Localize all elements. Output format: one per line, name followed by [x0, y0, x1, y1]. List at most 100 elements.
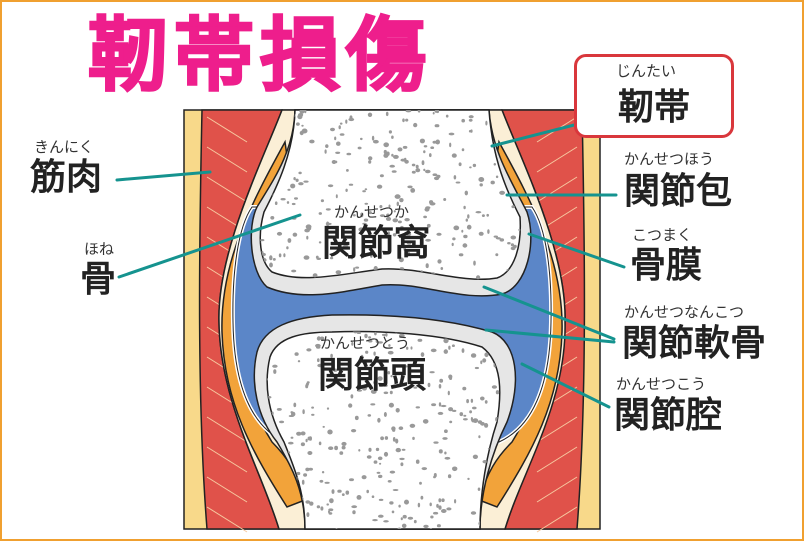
bone-dot: [335, 270, 342, 275]
bone-dot: [339, 122, 343, 125]
bone-dot: [406, 241, 412, 245]
bone-dot: [295, 178, 299, 182]
bone-dot: [430, 348, 437, 353]
bone-dot: [449, 420, 453, 424]
bone-dot: [470, 511, 477, 515]
bone-dot: [389, 164, 396, 168]
bone-dot: [440, 267, 444, 270]
muscle-fiber: [536, 176, 578, 203]
bone-dot: [391, 170, 397, 173]
bone-dot: [436, 503, 439, 508]
bone-dot: [491, 385, 497, 389]
bone-dot: [482, 460, 488, 464]
bone-dot: [305, 500, 311, 504]
bone-dot: [461, 118, 466, 123]
bone-dot: [316, 336, 321, 341]
bone-dot: [478, 435, 481, 439]
bone-dot: [387, 480, 392, 483]
bone-ruby: ほね: [84, 240, 115, 258]
bone-dot: [417, 502, 421, 508]
bone-dot: [423, 145, 428, 148]
bone-dot: [272, 364, 278, 368]
bone-dot: [366, 489, 370, 494]
bone-dot: [306, 512, 310, 517]
bone-dot: [477, 487, 481, 491]
bone-dot: [345, 119, 348, 124]
bone-dot: [402, 145, 408, 149]
bone-dot: [402, 118, 405, 123]
bone-dot: [413, 386, 418, 389]
bone-dot: [331, 489, 335, 494]
bone-dot: [377, 341, 384, 344]
bone-dot: [388, 344, 391, 347]
bone-dot: [384, 436, 389, 440]
bone-dot: [404, 499, 409, 505]
bone-dot: [290, 183, 296, 189]
bone-dot: [425, 206, 431, 210]
capsule-label: 関節包: [624, 171, 733, 212]
muscle-fiber: [206, 476, 248, 503]
bone-dot: [454, 499, 457, 504]
bone-dot: [465, 218, 468, 222]
bone-dot: [412, 436, 415, 440]
bone-dot: [364, 333, 368, 339]
bone-dot: [419, 385, 422, 389]
bone-dot: [499, 190, 505, 195]
bone-dot: [372, 519, 378, 522]
bone-dot: [320, 381, 325, 386]
bone-dot: [403, 157, 407, 163]
bone-dot: [297, 360, 301, 363]
muscle-fiber: [206, 416, 248, 443]
bone-dot: [298, 171, 302, 175]
bone-dot: [463, 205, 466, 210]
periosteum-label: 骨膜: [630, 245, 703, 286]
bone-dot: [432, 173, 438, 176]
bone-dot: [430, 146, 435, 149]
bone-dot: [405, 118, 409, 122]
bone-dot: [291, 202, 296, 206]
bone-dot: [298, 113, 304, 117]
bone-dot: [392, 428, 396, 432]
bone-dot: [443, 338, 449, 344]
bone-dot: [426, 223, 431, 228]
bone-dot: [365, 350, 369, 354]
bone-dot: [395, 438, 399, 444]
bone-dot: [485, 120, 488, 126]
bone-dot: [449, 142, 452, 148]
bone-dot: [464, 190, 468, 196]
leader-ligament: [490, 120, 588, 148]
bone-dot: [280, 198, 286, 201]
bone-dot: [446, 507, 452, 511]
bone-dot: [318, 441, 322, 446]
muscle-fiber: [206, 146, 248, 173]
bone-dot: [274, 201, 278, 205]
bone-dot: [438, 498, 442, 503]
bone-dot: [346, 152, 352, 156]
bone-dot: [466, 224, 472, 230]
bone-dot: [317, 358, 320, 363]
bone-dot: [373, 460, 378, 464]
bone-dot: [470, 129, 473, 133]
bone-dot: [324, 149, 327, 154]
bone-dot: [380, 436, 384, 441]
bone-dot: [269, 262, 273, 268]
bone-dot: [383, 520, 389, 523]
bone-dot: [389, 390, 393, 395]
bone-dot: [462, 386, 467, 391]
bone-dot: [276, 408, 282, 411]
bone-dot: [348, 117, 355, 122]
bone-dot: [364, 202, 369, 205]
bone-dot: [317, 363, 324, 368]
muscle-ruby: きんにく: [34, 138, 94, 156]
bone-dot: [272, 258, 276, 261]
bone-dot: [385, 332, 388, 337]
bone-dot: [389, 470, 396, 474]
bone-dot: [306, 235, 309, 240]
bone-dot: [429, 528, 433, 529]
cartilage-label: 関節軟骨: [622, 323, 767, 364]
bone-dot: [351, 429, 357, 433]
bone-dot: [480, 396, 485, 401]
bone-dot: [305, 438, 308, 443]
bone-dot: [458, 253, 464, 257]
bone-dot: [354, 415, 359, 421]
